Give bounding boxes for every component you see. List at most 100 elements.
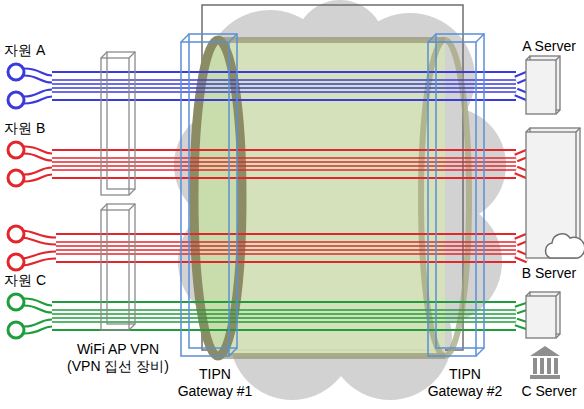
- gateway-box: TIPN Gateway #1: [173, 34, 257, 400]
- cloud-icon: [546, 234, 584, 258]
- resource-circle: [8, 142, 24, 158]
- tunnel-line: [52, 99, 516, 101]
- box-3d: [101, 52, 135, 195]
- node-label: 자원 A: [4, 42, 45, 59]
- pipe: [24, 150, 52, 157]
- box-edge: [428, 34, 436, 42]
- gateway-box: TIPN Gateway #2: [423, 34, 507, 400]
- tunnel-line: [52, 321, 516, 322]
- box-edge: [181, 34, 189, 42]
- box-edge: [229, 348, 237, 356]
- cylinder-edge: [218, 37, 445, 43]
- pipe: [24, 302, 52, 309]
- tunnel-line: [52, 157, 516, 158]
- resource-circle: [8, 322, 24, 338]
- resource-circle: [8, 226, 24, 242]
- pipe: [24, 171, 52, 178]
- node-label: 자원 C: [4, 272, 46, 289]
- tunnel-line: [52, 169, 516, 170]
- box-front: [428, 42, 476, 356]
- tunnel-line: [56, 253, 516, 254]
- bank-roof: [530, 346, 560, 356]
- bank-column: [540, 358, 544, 374]
- resource-group: 자원 B: [4, 120, 52, 190]
- node-shape: [516, 288, 582, 400]
- node-label: TIPN Gateway #2: [425, 366, 505, 400]
- pipe: [24, 72, 52, 79]
- tunnel-line: [56, 245, 516, 246]
- node-label: B Server: [522, 265, 576, 282]
- box-edge: [129, 52, 135, 58]
- tunnel-line: [52, 309, 516, 310]
- node-label: C Server: [521, 383, 576, 400]
- cylinder-edge: [218, 353, 445, 359]
- box-back: [189, 34, 237, 348]
- resource-group: 자원 C: [4, 272, 52, 342]
- box-front: [101, 58, 129, 195]
- tunnel-line: [52, 87, 516, 88]
- box-3d: [526, 292, 560, 338]
- box-edge: [129, 204, 135, 210]
- pipe: [24, 93, 52, 100]
- box-edge: [476, 34, 484, 42]
- network-cloud: [174, 0, 506, 400]
- box-edge: [476, 348, 484, 356]
- tunnel-line: [56, 233, 516, 235]
- node-label: 자원 B: [4, 120, 45, 137]
- tunnel-line: [52, 165, 516, 166]
- box-3d: [101, 204, 135, 330]
- tunnel-line: [52, 161, 516, 162]
- tunnel-line: [52, 149, 516, 151]
- box-3d: [428, 34, 484, 356]
- bank-column: [533, 358, 537, 374]
- box-3d: [181, 34, 237, 356]
- extra-red-tunnel: [8, 226, 516, 270]
- server-box: B Server: [516, 128, 582, 282]
- bank-icon: [530, 346, 560, 379]
- pipe: [24, 323, 52, 330]
- server-box: A Server: [516, 38, 582, 118]
- box-front: [181, 42, 229, 356]
- bank-column: [554, 358, 558, 374]
- pipe: [24, 302, 52, 309]
- node-shape: [173, 34, 257, 400]
- resource-circle: [8, 254, 24, 270]
- box-front: [526, 296, 556, 338]
- pipe: [24, 171, 52, 178]
- node-shape: [516, 128, 582, 282]
- bank-base: [530, 375, 560, 379]
- pipe: [24, 150, 52, 157]
- box-back: [107, 52, 135, 189]
- tunnel-line: [52, 91, 516, 92]
- tunnel-connector: [52, 72, 516, 100]
- tunnel-line: [56, 249, 516, 250]
- resource-group: 자원 A: [4, 42, 52, 112]
- box-back: [107, 204, 135, 324]
- node-label: A Server: [522, 38, 576, 55]
- pipe: [24, 323, 52, 330]
- node-shape: [58, 50, 178, 375]
- node-shape: [423, 34, 507, 400]
- box-front: [101, 210, 129, 330]
- tunnel-line: [52, 313, 516, 314]
- resource-circle: [8, 92, 24, 108]
- bank-column: [547, 358, 551, 374]
- box-front: [526, 60, 556, 114]
- tunnel-line: [52, 83, 516, 84]
- tunnel-line: [56, 261, 516, 263]
- resource-circle: [8, 294, 24, 310]
- tunnel-line: [52, 71, 516, 73]
- server-box: C Server: [516, 288, 582, 400]
- pipe: [24, 93, 52, 100]
- node-label: TIPN Gateway #1: [175, 366, 255, 400]
- resource-circle: [8, 170, 24, 186]
- box-3d: [526, 56, 560, 114]
- tunnel-connector: [52, 302, 516, 330]
- tunnel-line: [52, 301, 516, 303]
- box-edge: [129, 189, 135, 195]
- tunnel-line: [56, 241, 516, 242]
- pipe: [24, 72, 52, 79]
- box-back: [436, 34, 484, 348]
